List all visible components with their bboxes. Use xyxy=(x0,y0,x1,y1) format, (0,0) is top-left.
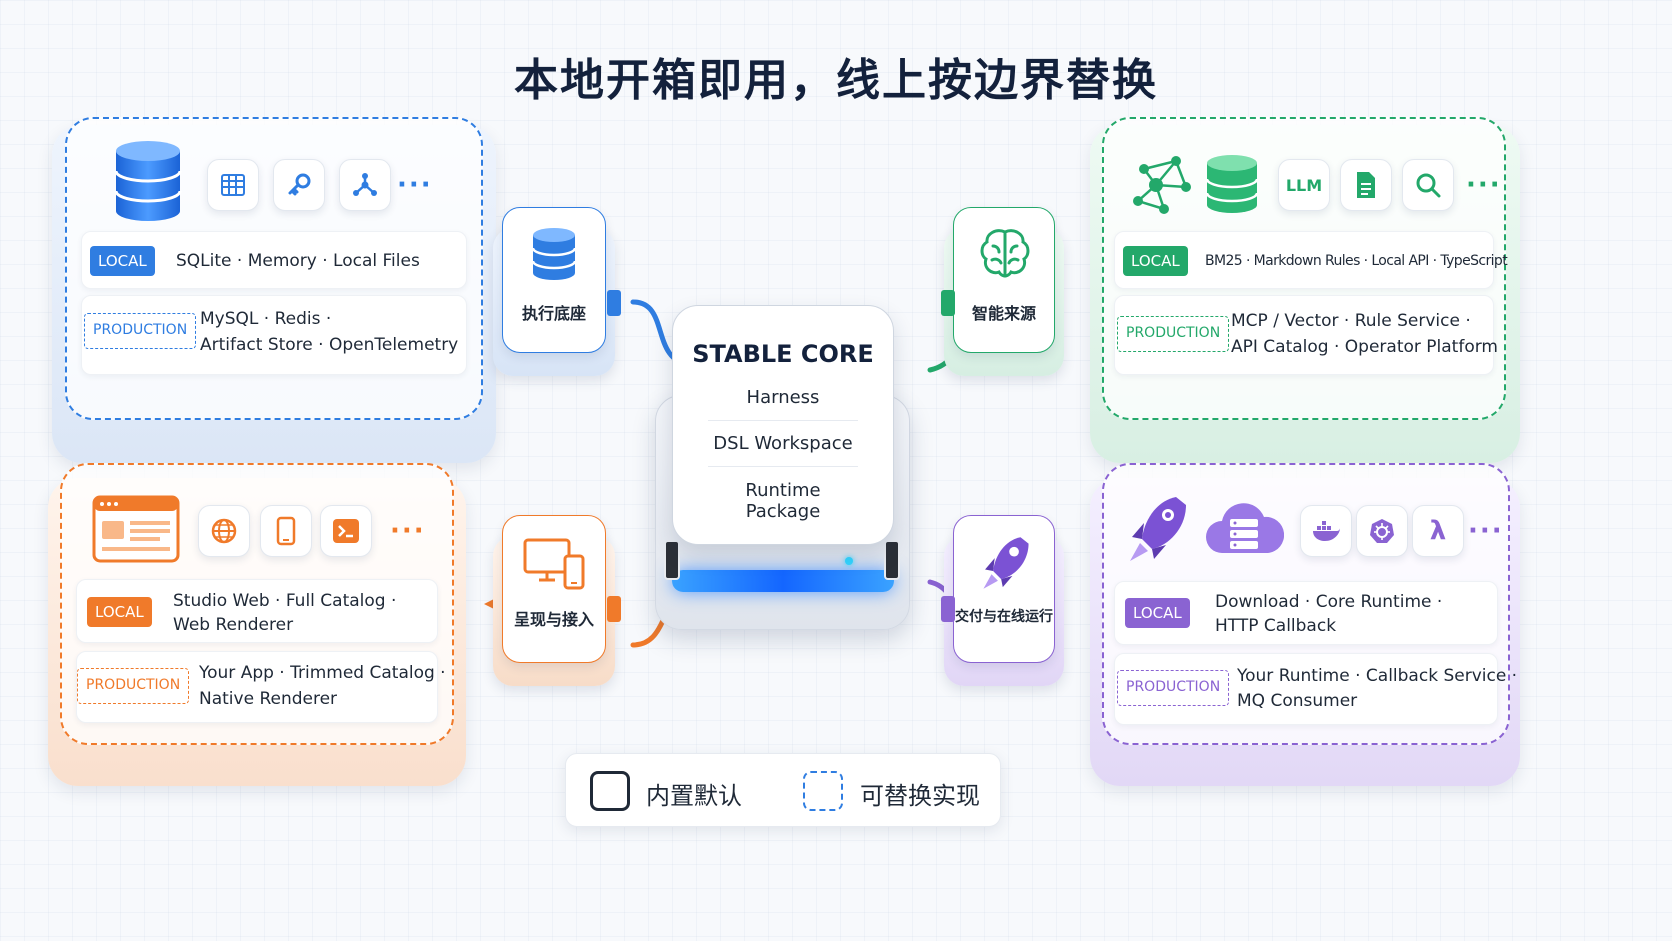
legend: 内置默认 可替换实现 xyxy=(565,753,1001,827)
graph-nodes-icon xyxy=(339,159,391,211)
present-local-line-1: Studio Web · Full Catalog · xyxy=(173,591,397,611)
more-icon: ··· xyxy=(390,516,426,546)
core-divider xyxy=(708,466,858,467)
docker-icon xyxy=(1300,505,1352,557)
intel-prod-line-2: API Catalog · Operator Platform xyxy=(1231,337,1498,357)
intel-local-text: BM25 · Markdown Rules · Local API · Type… xyxy=(1205,253,1508,269)
present-production-row: PRODUCTION Your App · Trimmed Catalog · … xyxy=(76,651,446,723)
exec-prod-line-1: MySQL · Redis · xyxy=(200,309,332,329)
exec-local-row: LOCAL SQLite · Memory · Local Files xyxy=(81,231,467,289)
brain-icon xyxy=(980,229,1030,278)
delivery-local-line-2: HTTP Callback xyxy=(1215,616,1337,636)
more-icon: ··· xyxy=(397,170,433,200)
globe-icon xyxy=(198,505,250,557)
delivery-run-label: 交付与在线运行 xyxy=(955,609,1053,625)
present-prod-line-1: Your App · Trimmed Catalog · xyxy=(199,663,446,683)
kubernetes-icon xyxy=(1356,505,1408,557)
core-status-led xyxy=(845,557,853,565)
present-access-label: 呈现与接入 xyxy=(513,610,594,629)
present-local-line-2: Web Renderer xyxy=(173,615,294,635)
core-item-dsl-workspace: DSL Workspace xyxy=(713,433,853,454)
delivery-prod-line-1: Your Runtime · Callback Service · xyxy=(1237,666,1518,686)
search-icon xyxy=(1402,159,1454,211)
table-grid-icon xyxy=(207,159,259,211)
delivery-group: λ ··· LOCAL Download · Core Runtime · HT… xyxy=(1102,463,1517,745)
cloud-server-icon xyxy=(1206,503,1284,553)
lambda-label: λ xyxy=(1429,516,1447,546)
core-jack-right xyxy=(884,540,900,580)
replaceable-swatch xyxy=(803,771,843,811)
delivery-production-row: PRODUCTION Your Runtime · Callback Servi… xyxy=(1114,653,1517,725)
intel-local-row: LOCAL BM25 · Markdown Rules · Local API … xyxy=(1114,231,1508,289)
exec-base-label: 执行底座 xyxy=(521,304,586,323)
database-stack-icon xyxy=(114,141,182,221)
intel-production-row: PRODUCTION MCP / Vector · Rule Service ·… xyxy=(1114,295,1498,375)
delivery-local-row: LOCAL Download · Core Runtime · HTTP Cal… xyxy=(1114,581,1498,645)
intel-plug xyxy=(941,290,955,316)
devices-icon xyxy=(523,538,585,590)
exec-local-text: SQLite · Memory · Local Files xyxy=(176,251,420,271)
intel-source-label: 智能来源 xyxy=(971,304,1036,323)
present-access-node[interactable]: 呈现与接入 xyxy=(502,515,621,663)
llm-label: LLM xyxy=(1285,175,1323,195)
production-badge: PRODUCTION xyxy=(1117,316,1230,352)
exec-group: ··· LOCAL SQLite · Memory · Local Files … xyxy=(65,117,483,420)
present-group: ··· LOCAL Studio Web · Full Catalog · We… xyxy=(60,463,454,745)
core-glow-strip xyxy=(672,570,894,592)
production-badge: PRODUCTION xyxy=(84,313,197,349)
document-icon xyxy=(1340,159,1392,211)
core-jack-left xyxy=(664,540,680,580)
mobile-icon xyxy=(260,505,312,557)
core-item-harness: Harness xyxy=(746,387,820,408)
local-badge: LOCAL xyxy=(1125,598,1190,628)
present-plug xyxy=(607,596,621,622)
terminal-icon xyxy=(320,505,372,557)
key-icon xyxy=(273,159,325,211)
stable-core-card[interactable] xyxy=(672,305,894,545)
rocket-icon xyxy=(1130,497,1186,561)
delivery-run-node[interactable]: 交付与在线运行 xyxy=(941,515,1055,663)
network-graph-icon xyxy=(1133,156,1191,214)
intel-source-node[interactable]: 智能来源 xyxy=(941,207,1055,353)
exec-prod-line-2: Artifact Store · OpenTelemetry xyxy=(200,335,459,355)
local-badge: LOCAL xyxy=(1123,246,1188,276)
database-icon xyxy=(531,228,577,280)
lambda-icon: λ xyxy=(1412,505,1464,557)
browser-window-icon xyxy=(92,495,180,563)
intel-prod-line-1: MCP / Vector · Rule Service · xyxy=(1231,311,1471,331)
intel-group: LLM ··· LOCAL BM25 · Markdown Rules · Lo… xyxy=(1102,117,1508,420)
present-local-row: LOCAL Studio Web · Full Catalog · Web Re… xyxy=(76,579,438,643)
local-badge: LOCAL xyxy=(90,246,155,276)
core-divider xyxy=(708,420,858,421)
delivery-local-line-1: Download · Core Runtime · xyxy=(1215,592,1443,612)
exec-production-row: PRODUCTION MySQL · Redis · Artifact Stor… xyxy=(81,295,467,375)
exec-plug xyxy=(607,290,621,316)
page-title: 本地开箱即用，线上按边界替换 xyxy=(514,55,1158,106)
present-prod-line-2: Native Renderer xyxy=(199,689,338,709)
exec-base-node[interactable]: 执行底座 xyxy=(502,207,621,353)
production-badge: PRODUCTION xyxy=(77,668,190,704)
local-badge: LOCAL xyxy=(87,597,152,627)
rocket-icon xyxy=(983,537,1029,589)
replaceable-label: 可替换实现 xyxy=(860,782,980,810)
builtin-swatch xyxy=(590,771,630,811)
core-item-runtime-package: Runtime Package xyxy=(745,480,821,522)
database-stack-icon xyxy=(1205,155,1259,213)
core-title: STABLE CORE xyxy=(692,340,874,368)
builtin-label: 内置默认 xyxy=(646,782,742,810)
more-icon: ··· xyxy=(1466,170,1502,200)
production-badge: PRODUCTION xyxy=(1117,670,1230,706)
llm-icon: LLM xyxy=(1278,159,1330,211)
delivery-plug xyxy=(941,596,955,622)
delivery-prod-line-2: MQ Consumer xyxy=(1237,691,1358,711)
more-icon: ··· xyxy=(1468,516,1504,546)
